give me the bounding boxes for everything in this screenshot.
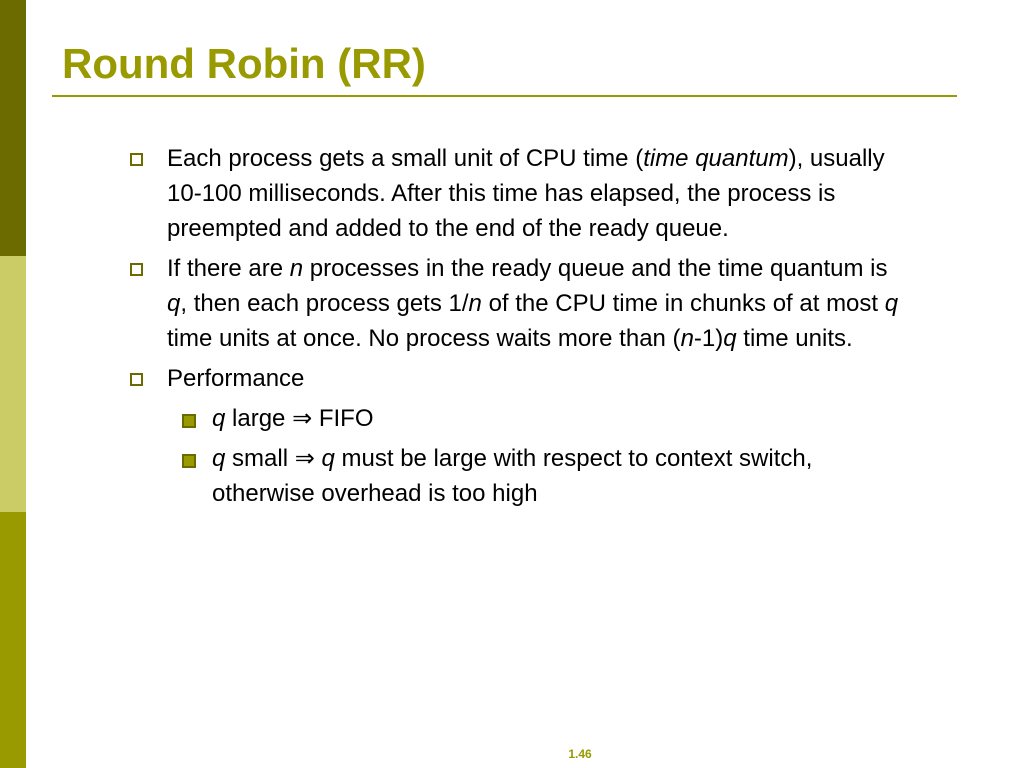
filled-square-bullet-icon [182, 414, 196, 428]
title-underline-rule [52, 95, 957, 97]
performance-sublist: q large ⇒ FIFO q small ⇒ q must be large… [167, 401, 910, 511]
sidebar-stripe-middle [0, 256, 26, 512]
bullet-text: If there are n processes in the ready qu… [167, 255, 899, 352]
page-number: 1.46 [568, 747, 592, 761]
bullet-n-processes: If there are n processes in the ready qu… [130, 251, 910, 356]
filled-square-bullet-icon [182, 454, 196, 468]
hollow-square-bullet-icon [130, 153, 143, 166]
hollow-square-bullet-icon [130, 373, 143, 386]
bullet-performance: Performance q large ⇒ FIFO q small ⇒ q m… [130, 361, 910, 511]
sub-bullet-q-small: q small ⇒ q must be large with respect t… [167, 441, 910, 511]
sub-bullet-text: q small ⇒ q must be large with respect t… [212, 445, 813, 507]
implies-arrow-icon: ⇒ [294, 445, 315, 472]
implies-arrow-icon: ⇒ [292, 405, 313, 432]
bullet-text: Each process gets a small unit of CPU ti… [167, 145, 885, 242]
sub-bullet-q-large: q large ⇒ FIFO [167, 401, 910, 436]
bullet-list: Each process gets a small unit of CPU ti… [130, 141, 910, 516]
bullet-text: Performance [167, 365, 305, 392]
hollow-square-bullet-icon [130, 263, 143, 276]
bullet-time-quantum: Each process gets a small unit of CPU ti… [130, 141, 910, 246]
sidebar-stripe-bottom [0, 512, 26, 768]
slide-title: Round Robin (RR) [62, 40, 426, 87]
sidebar-stripe-top [0, 0, 26, 256]
sub-bullet-text: q large ⇒ FIFO [212, 405, 374, 432]
